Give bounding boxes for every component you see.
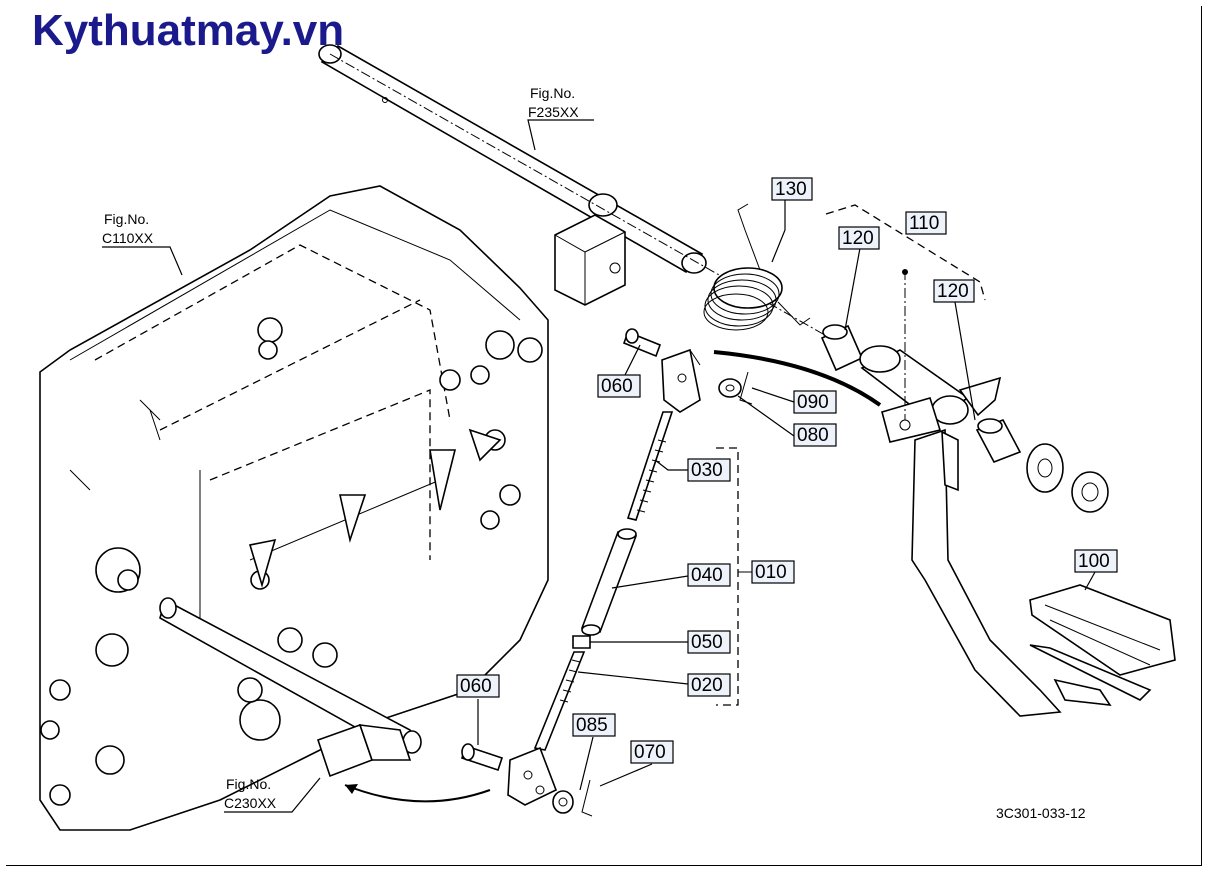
part-label-010: 010 [751, 560, 795, 584]
svg-text:F235XX: F235XX [528, 104, 579, 120]
svg-text:050: 050 [691, 632, 723, 653]
svg-text:Fig.No.: Fig.No. [104, 211, 149, 227]
cross-shaft [318, 44, 861, 356]
svg-text:100: 100 [1078, 551, 1110, 572]
svg-text:Fig.No.: Fig.No. [226, 776, 271, 792]
fig-ref-c110xx: Fig.No. C110XX [102, 211, 154, 246]
svg-text:130: 130 [775, 179, 807, 200]
svg-text:120: 120 [842, 228, 874, 249]
pedal-pad [1029, 584, 1176, 706]
group-bracket-010 [716, 447, 752, 706]
svg-text:C110XX: C110XX [102, 230, 154, 246]
svg-text:030: 030 [691, 460, 723, 481]
fig-ref-f235xx: Fig.No. F235XX [528, 85, 579, 120]
svg-text:060: 060 [601, 376, 633, 397]
part-label-030: 030 [687, 458, 731, 482]
leader-lines [102, 119, 1096, 813]
transmission-housing [39, 185, 549, 831]
part-label-040: 040 [687, 563, 731, 587]
svg-text:070: 070 [634, 742, 666, 763]
drawing-frame [6, 6, 1202, 866]
clutch-pedal [820, 269, 1109, 717]
fig-ref-c230xx: Fig.No. C230XX [224, 776, 277, 811]
part-label-130: 130 [771, 177, 813, 201]
part-label-060-lower: 060 [456, 674, 500, 698]
part-label-090: 090 [793, 390, 837, 414]
svg-text:080: 080 [797, 425, 829, 446]
svg-text:020: 020 [691, 675, 723, 696]
svg-text:040: 040 [691, 565, 723, 586]
svg-text:Fig.No.: Fig.No. [530, 85, 575, 101]
part-label-070: 070 [630, 740, 674, 764]
svg-text:060: 060 [460, 676, 492, 697]
part-label-100: 100 [1074, 549, 1118, 573]
svg-text:085: 085 [576, 715, 608, 736]
assembly-arrows [344, 350, 882, 803]
part-label-120-a: 120 [838, 226, 880, 250]
return-spring [703, 203, 811, 331]
clutch-rod-assembly [460, 328, 753, 817]
part-label-020: 020 [687, 673, 731, 697]
watermark: Kythuatmay.vn [32, 6, 345, 55]
part-label-080: 080 [793, 423, 837, 447]
part-label-120-b: 120 [933, 279, 975, 303]
part-label-060-upper: 060 [597, 374, 641, 398]
part-label-085: 085 [572, 713, 616, 737]
drawing-code: 3C301-033-12 [996, 805, 1086, 821]
svg-text:120: 120 [937, 281, 969, 302]
part-label-050: 050 [687, 630, 731, 654]
part-label-110: 110 [905, 211, 947, 235]
svg-text:110: 110 [909, 213, 939, 234]
svg-text:090: 090 [797, 392, 829, 413]
svg-text:010: 010 [755, 562, 787, 583]
svg-text:C230XX: C230XX [224, 795, 277, 811]
